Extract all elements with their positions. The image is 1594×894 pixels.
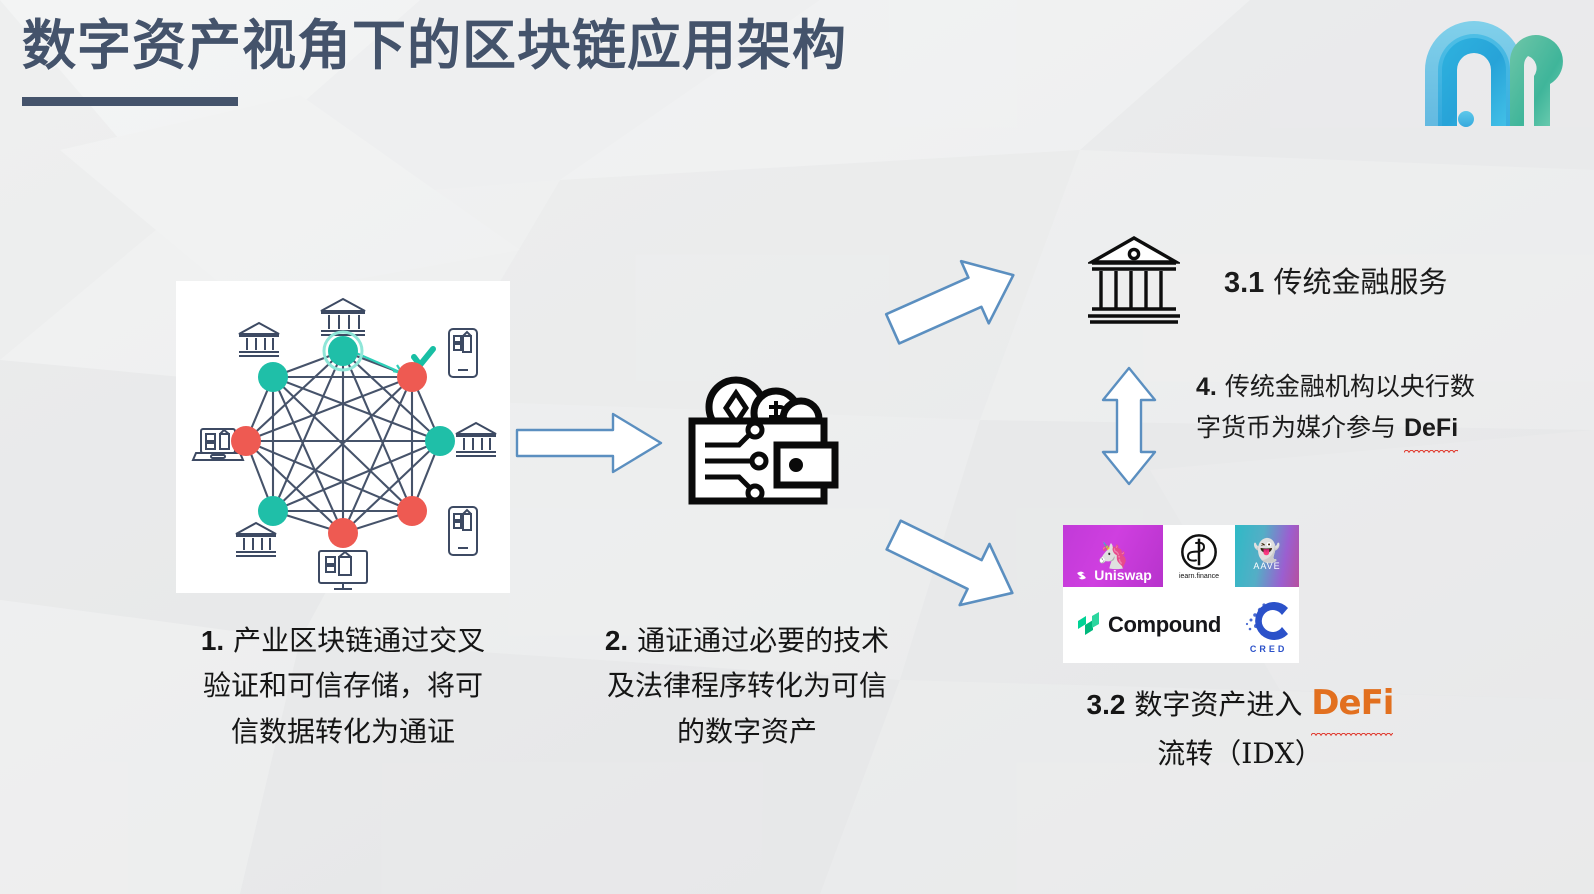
- crypto-wallet-icon: [663, 345, 853, 515]
- arrow-down-right-icon: [885, 512, 1021, 616]
- aave-logo: 👻 AAVE: [1235, 525, 1299, 587]
- title-block: 数字资产视角下的区块链应用架构: [22, 14, 847, 106]
- arrow-right-icon: [515, 412, 663, 474]
- compound-mark-icon: [1078, 612, 1099, 635]
- uniswap-label: Uniswap: [1094, 567, 1152, 583]
- step-1-line-3: 信数据转化为通证: [230, 714, 455, 748]
- step-3-2-number: 3.2: [1086, 689, 1126, 720]
- yearn-loop-icon: [1181, 534, 1217, 570]
- traditional-finance-row: 3.1 传统金融服务: [1088, 232, 1448, 328]
- arrow-up-right-icon: [884, 252, 1021, 352]
- step-3-2-caption: 3.2 数字资产进入 DeFi 流转（IDX）: [1040, 676, 1440, 776]
- defi-logo-grid: 🦄 Uniswap iearn.finance 👻 AAVE: [1063, 525, 1299, 663]
- title-underline-rule: [22, 96, 238, 106]
- step-3-1-label: 3.1 传统金融服务: [1224, 259, 1448, 301]
- step-4-defi-term: DeFi: [1403, 408, 1459, 453]
- cred-logo: CRED: [1238, 587, 1299, 663]
- step-1-line-1: 产业区块链通过交叉: [233, 624, 486, 657]
- page-title: 数字资产视角下的区块链应用架构: [22, 14, 847, 77]
- compound-label: Compound: [1108, 612, 1221, 637]
- compound-logo: Compound: [1063, 587, 1239, 663]
- step-4-line-1: 传统金融机构以央行数: [1224, 372, 1475, 401]
- aave-label: AAVE: [1253, 561, 1281, 571]
- step-4-block: 4. 传统金融机构以央行数 字货币为媒介参与 DeFi: [1196, 367, 1506, 453]
- cred-c-icon: [1245, 602, 1288, 640]
- step-3-1-number: 3.1: [1224, 267, 1265, 299]
- bank-building-icon: [1088, 232, 1180, 328]
- step-1-line-2: 验证和可信存储，将可: [202, 669, 483, 703]
- step-2-caption: 2. 通证通过必要的技术 及法律程序转化为可信 的数字资产: [582, 618, 912, 754]
- yearn-finance-logo: iearn.finance: [1163, 525, 1235, 587]
- step-1-number: 1.: [200, 625, 225, 656]
- step-4-line-2: 字货币为媒介参与: [1196, 412, 1397, 442]
- uniswap-mark-icon: [1077, 571, 1087, 579]
- arrow-up-down-double-icon: [1100, 366, 1158, 486]
- step-4-number: 4.: [1196, 373, 1217, 401]
- yearn-finance-label: iearn.finance: [1178, 573, 1220, 580]
- step-2-line-1: 通证通过必要的技术: [637, 624, 890, 657]
- step-2-number: 2.: [604, 625, 629, 656]
- uniswap-logo: 🦄 Uniswap: [1063, 525, 1163, 587]
- step-3-2-text: 数字资产进入: [1134, 688, 1303, 721]
- step-3-2-line-2: 流转（IDX）: [1157, 737, 1323, 771]
- blockchain-network-illustration: [176, 281, 510, 593]
- step-2-line-3: 的数字资产: [676, 714, 817, 748]
- step-3-2-defi-term: DeFi: [1311, 676, 1394, 737]
- step-2-line-2: 及法律程序转化为可信: [606, 669, 887, 703]
- unicorn-icon: 🦄: [1096, 540, 1130, 570]
- cred-label: CRED: [1249, 644, 1288, 654]
- step-3-1-text: 传统金融服务: [1273, 265, 1448, 299]
- company-logo-icon: [1398, 14, 1576, 138]
- ghost-icon: 👻: [1253, 538, 1281, 563]
- step-1-caption: 1. 产业区块链通过交叉 验证和可信存储，将可 信数据转化为通证: [178, 618, 508, 754]
